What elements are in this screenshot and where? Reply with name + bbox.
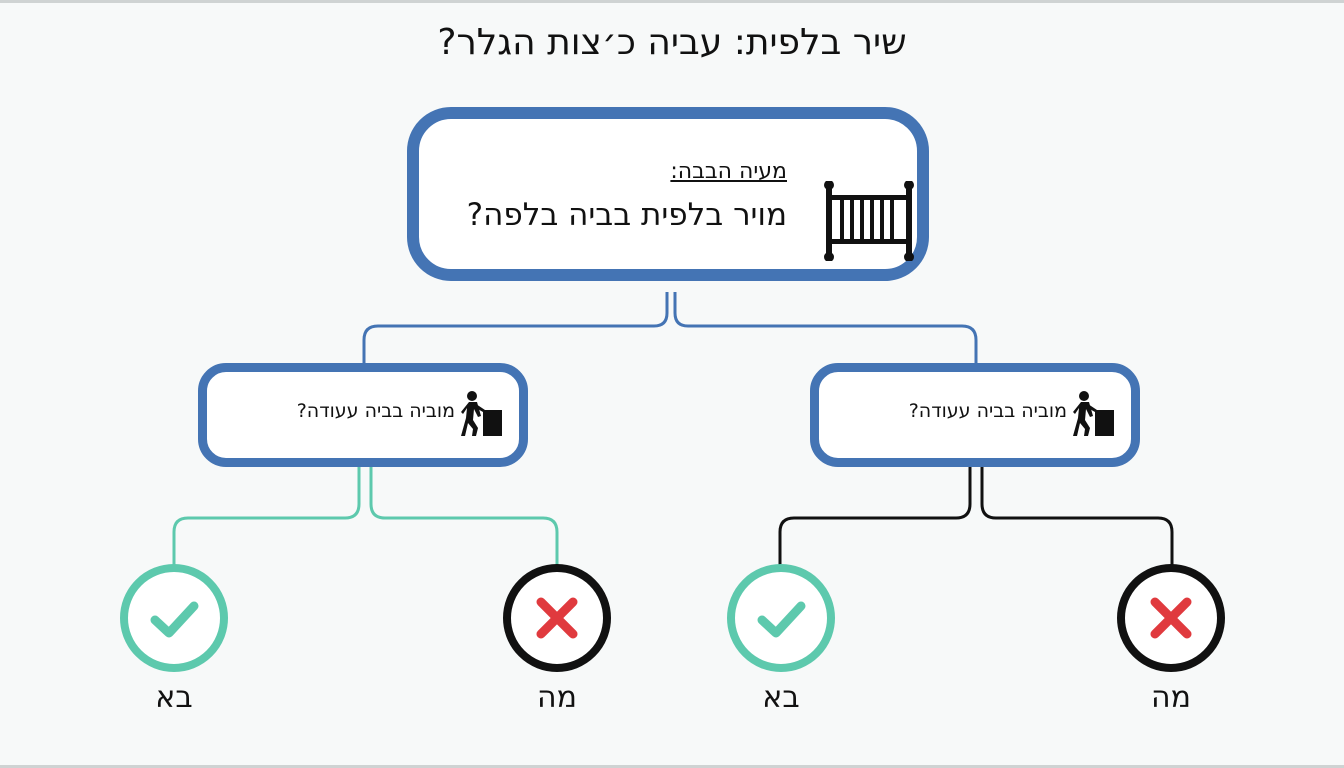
bottom-rule	[0, 765, 1344, 768]
root-node: מעיה הבבה: מויר בלפית בביה בלפה?	[407, 107, 929, 281]
root-question: מויר בלפית בביה בלפה?	[466, 197, 787, 233]
connector-right-yes	[778, 467, 972, 568]
top-rule	[0, 0, 1344, 3]
answer-left-yes	[120, 564, 228, 672]
child-pushing-box-icon	[1073, 391, 1114, 436]
child-pushing-box-icon	[461, 391, 502, 436]
connector-right-no	[980, 467, 1174, 568]
answer-left-no-label: מה	[537, 680, 577, 715]
answer-right-no-label: מה	[1151, 680, 1191, 715]
connector-root-right	[673, 292, 978, 364]
answer-left-no	[503, 564, 611, 672]
root-heading: מעיה הבבה:	[670, 159, 787, 184]
crib-icon	[824, 181, 914, 261]
checkmark-icon	[757, 601, 806, 638]
branch-right-node: מוביה בביה עעודה?	[810, 363, 1140, 467]
answer-left-yes-label: בא	[155, 680, 193, 715]
checkmark-icon	[150, 601, 199, 638]
connector-left-yes	[172, 467, 361, 568]
diagram-title: שיר בלפית: עביה כ׳צות הגלר?	[437, 22, 907, 63]
connector-left-no	[369, 467, 559, 568]
x-mark-icon	[536, 597, 578, 639]
answer-right-yes	[727, 564, 835, 672]
x-mark-icon	[1150, 597, 1192, 639]
answer-right-yes-label: בא	[762, 680, 800, 715]
connector-root-left	[362, 292, 669, 364]
branch-left-node: מוביה בביה עעודה?	[198, 363, 528, 467]
answer-right-no	[1117, 564, 1225, 672]
branch-left-question: מוביה בביה עעודה?	[296, 400, 455, 422]
branch-right-question: מוביה בביה עעודה?	[908, 400, 1067, 422]
